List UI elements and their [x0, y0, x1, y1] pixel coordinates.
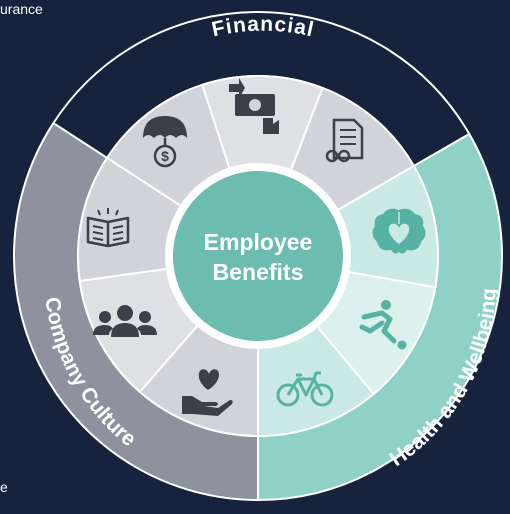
center-hub-fill: [173, 171, 343, 341]
brain-heart-icon: [372, 208, 426, 254]
svg-text:$: $: [161, 148, 169, 164]
heart-hand-icon: [182, 369, 233, 416]
cropped-text-bottom: e: [0, 479, 8, 495]
team-group-icon: [93, 305, 157, 337]
open-book-icon: [86, 208, 130, 248]
contract-glasses-icon: [325, 118, 364, 163]
cropped-text-top: urance: [0, 1, 43, 17]
bicycle-icon: [276, 371, 334, 407]
soccer-player-icon: [359, 300, 407, 350]
center-title-line1: Employee: [204, 229, 313, 255]
center-title-line2: Benefits: [213, 259, 304, 285]
center-hub: Employee Benefits: [166, 164, 350, 348]
cash-exchange-icon: [229, 78, 279, 134]
umbrella-dollar-icon: $: [143, 116, 187, 168]
